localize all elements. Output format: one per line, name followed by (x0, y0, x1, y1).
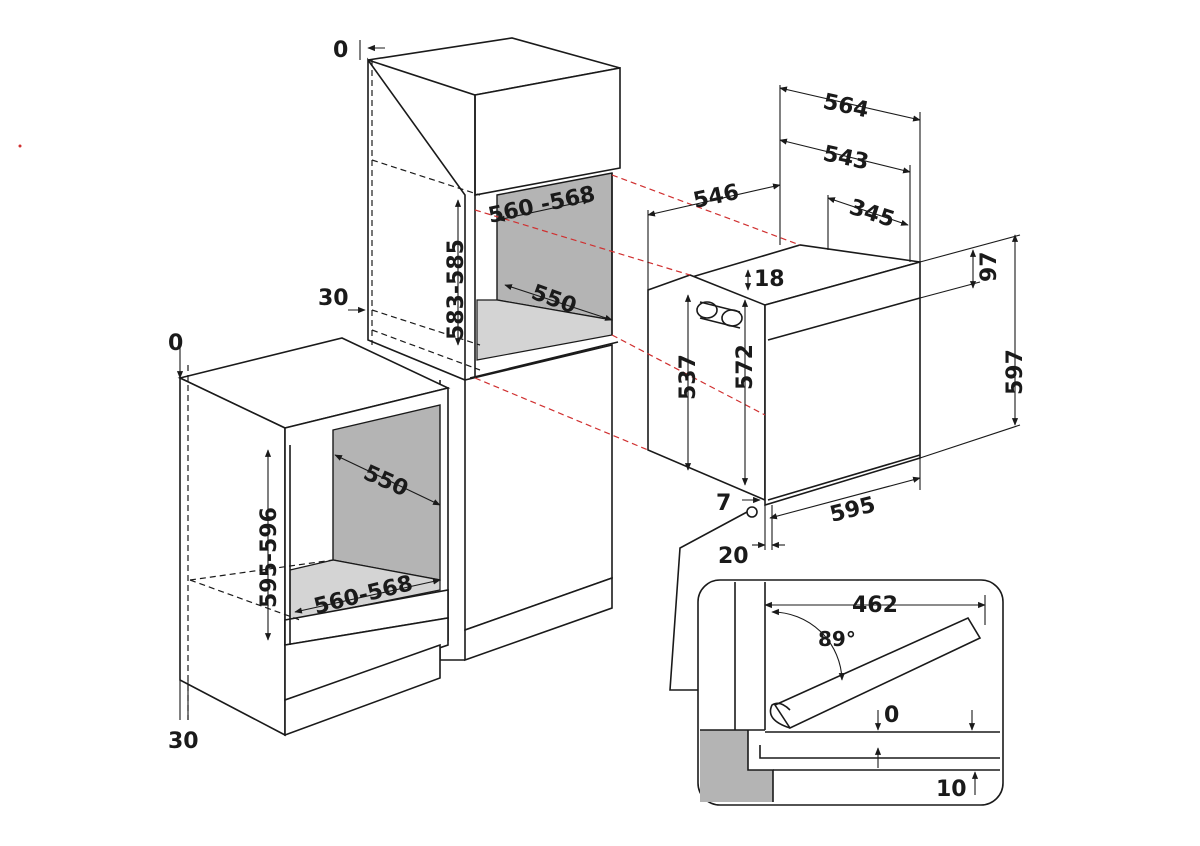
callout-leader (669, 511, 748, 691)
dim-oven-total-depth: 564 (821, 89, 871, 123)
oven-vent-left (696, 301, 718, 319)
door-detail-callout (669, 511, 1004, 806)
dim-oven-depth-345: 345 (846, 195, 897, 233)
dim-oven-body-depth: 543 (821, 141, 871, 175)
dim-gap-bottom: 10 (936, 777, 967, 802)
dim-oven-cavity-height: 572 (733, 344, 758, 390)
tall-plinth (464, 576, 613, 662)
dim-oven-front-offset: 20 (718, 544, 749, 569)
dim-base-bottom-gap: 30 (168, 729, 199, 754)
dim-oven-width: 595 (827, 492, 878, 527)
detail-marker (746, 506, 758, 518)
dim-base-top-clearance: 0 (168, 331, 183, 356)
detail-floor-block (700, 730, 748, 802)
open-door (773, 616, 982, 730)
dim-oven-panel-height: 97 (977, 251, 1002, 282)
dim-oven-depth-546: 546 (691, 180, 741, 214)
stray-dot (18, 144, 22, 148)
dim-oven-top-offset: 18 (754, 267, 785, 292)
dim-door-open-width: 462 (852, 593, 898, 618)
base-unit (177, 337, 451, 737)
dim-tall-side-gap: 30 (318, 286, 349, 311)
dim-tall-niche-height: 583-585 (444, 239, 469, 340)
dim-oven-bottom-gap: 7 (716, 491, 731, 516)
dim-oven-body-height: 537 (676, 354, 701, 400)
dim-tall-top-clearance: 0 (333, 38, 348, 63)
dimension-lines (176, 40, 1021, 720)
base-plinth (284, 643, 441, 737)
dim-oven-height: 597 (1003, 349, 1028, 395)
base-drawer (284, 617, 449, 702)
oven-front (764, 260, 921, 507)
dim-gap-top: 0 (884, 703, 899, 728)
dim-base-niche-height: 595-596 (257, 507, 282, 608)
dim-door-angle: 89° (818, 627, 856, 651)
